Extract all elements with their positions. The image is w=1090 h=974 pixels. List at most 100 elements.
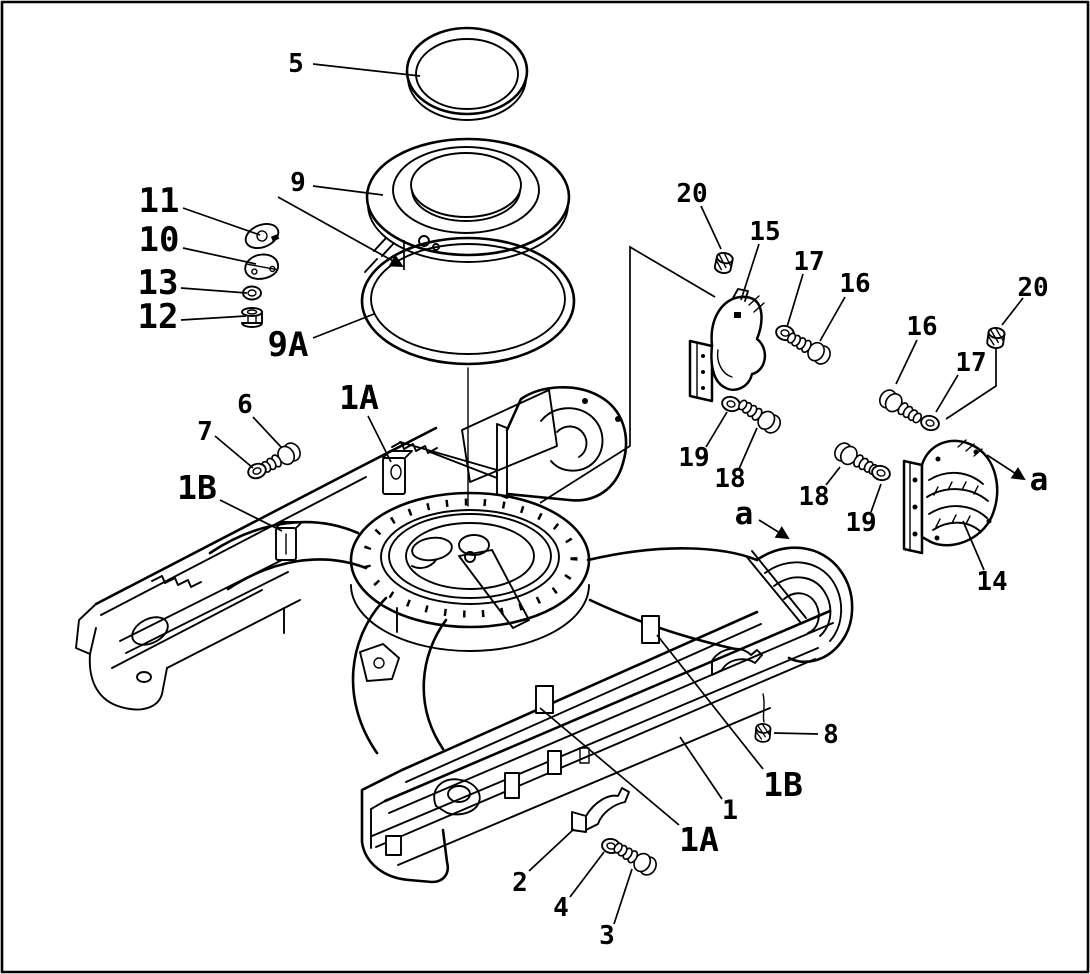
callout-label-10: 10 [139, 220, 180, 260]
leader-line-1B [219, 499, 283, 532]
callout-label-15: 15 [749, 217, 780, 247]
bolt-16-right [875, 386, 926, 429]
leader-line-8 [773, 732, 819, 735]
callout-label-9: 9 [290, 168, 306, 198]
callout-label-9A: 9A [268, 325, 309, 365]
callout-label-18: 18 [798, 482, 829, 512]
callout-label-19: 19 [678, 443, 709, 473]
bolt-16-left [783, 327, 835, 368]
leader-line-11 [182, 207, 261, 236]
callout-label-2: 2 [512, 868, 528, 898]
plug-8-pointer [762, 693, 765, 723]
callout-label-11: 11 [139, 181, 180, 221]
clamp-2 [571, 787, 630, 833]
callout-label-1A: 1A [339, 378, 379, 417]
view-arrow-a [986, 454, 1026, 481]
leader-line-16 [895, 339, 918, 385]
callout-label-12: 12 [138, 297, 179, 337]
leader-line-18 [825, 466, 841, 486]
leader-line-4 [569, 851, 605, 898]
callout-label-16: 16 [839, 269, 870, 299]
washer-17-right [918, 412, 942, 434]
leader-line-13 [180, 287, 248, 294]
leader-line-1A [539, 707, 680, 826]
swivel-joint [411, 534, 530, 629]
leader-line-5 [312, 63, 421, 77]
leader-line-19 [870, 483, 882, 513]
leader-line-16 [819, 296, 846, 342]
plate-mount-pointer [277, 196, 405, 270]
cover-plate-11 [244, 223, 280, 249]
callout-label-7: 7 [197, 417, 213, 447]
callout-label-19: 19 [845, 508, 876, 538]
rear-track-frame [75, 426, 438, 711]
leader-line-17 [935, 374, 959, 413]
callout-label-3: 3 [599, 921, 615, 951]
rail-block [504, 772, 520, 799]
bracket-block-1a-top [382, 450, 413, 495]
center-frame-legs [208, 520, 759, 755]
plug-20-pointer [945, 349, 997, 420]
callout-label-14: 14 [976, 567, 1007, 597]
leader-line-3 [613, 868, 633, 925]
leader-line-15 [740, 243, 760, 301]
cover-ring-5 [405, 26, 529, 121]
bolt-18-left [734, 394, 785, 437]
plug-20-left [712, 250, 735, 276]
bracket-15-location-pointer [539, 245, 716, 504]
leader-line-14 [962, 520, 985, 571]
leader-line-20 [1001, 297, 1024, 326]
rail-block [547, 750, 562, 775]
callout-label-4: 4 [553, 893, 569, 923]
leader-line-1B [656, 634, 764, 770]
callout-label-1A: 1A [679, 820, 719, 859]
leader-line-6 [252, 416, 282, 448]
front-right-idler-guide [745, 546, 854, 663]
leader-line-1A [367, 415, 392, 463]
leader-line-1 [679, 736, 723, 800]
seal-holder-ring-9 [364, 137, 571, 273]
leader-line-12 [180, 315, 247, 321]
leader-line-2 [528, 828, 575, 872]
callout-label-20: 20 [676, 179, 707, 209]
callout-label-1: 1 [722, 795, 738, 826]
bracket-block-1a-bottom [535, 685, 554, 714]
bracket-block-1b-right [641, 615, 660, 644]
callout-label-17: 17 [955, 348, 986, 378]
view-arrow-a [758, 519, 790, 540]
leader-line-10 [182, 247, 257, 265]
mounted-guard [711, 647, 763, 676]
callout-label-1B: 1B [177, 468, 217, 507]
nut-12 [241, 307, 263, 328]
front-track-frame [360, 546, 854, 884]
cover-bracket-14 [902, 349, 999, 555]
rail-slot [579, 747, 590, 764]
callout-label-1B: 1B [763, 765, 803, 804]
cover-bracket-15 [688, 288, 767, 403]
bolt-3 [609, 837, 661, 879]
leader-line-19 [705, 411, 728, 448]
leader-line-9 [312, 185, 384, 196]
leader-line-17 [786, 273, 804, 328]
callout-label-6: 6 [237, 390, 253, 420]
plug-8 [754, 722, 772, 744]
washer-19-left [719, 393, 743, 415]
leader-line-9A [312, 313, 375, 339]
swing-circle [349, 491, 591, 652]
callout-label-16: 16 [906, 312, 937, 342]
callout-label-a: a [735, 496, 754, 532]
bracket-block-1b-left [275, 521, 303, 561]
leader-line-7 [214, 435, 254, 469]
cover-plate-10 [244, 253, 280, 280]
callout-label-8: 8 [823, 720, 839, 750]
callout-label-17: 17 [793, 247, 824, 277]
callout-layer: 59111013129A1A671B2015171619181617201819… [138, 49, 1049, 951]
callout-label-5: 5 [288, 49, 304, 79]
rear-right-idler-guide [399, 386, 628, 502]
callout-label-a: a [1030, 462, 1049, 498]
leader-line-20 [700, 205, 722, 250]
callout-label-18: 18 [714, 464, 745, 494]
